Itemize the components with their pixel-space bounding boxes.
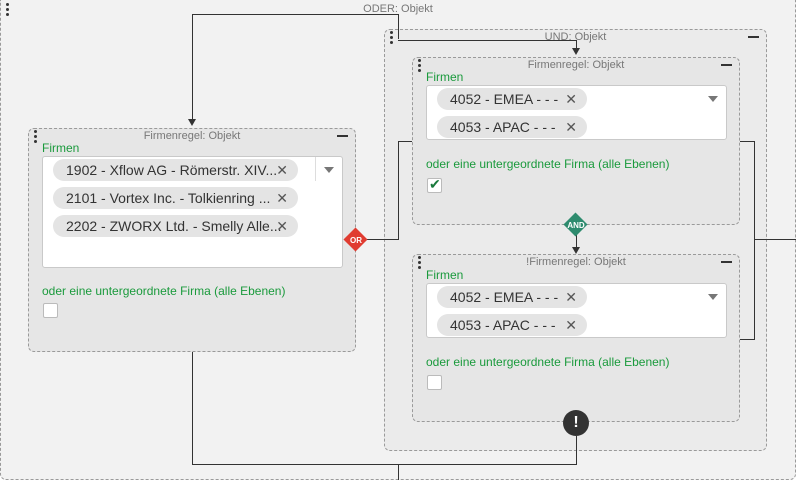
subsidiary-checkbox[interactable]: ✔ xyxy=(427,176,442,193)
remove-chip-icon[interactable]: ✕ xyxy=(565,317,577,333)
checkbox-label: oder eine untergeordnete Firma (alle Ebe… xyxy=(42,284,286,298)
field-label: Firmen xyxy=(426,70,464,84)
remove-chip-icon[interactable]: ✕ xyxy=(565,289,577,305)
remove-chip-icon[interactable]: ✕ xyxy=(276,162,288,178)
chip-label: 2202 - ZWORX Ltd. - Smelly Alle... xyxy=(66,218,282,234)
company-chip: 4053 - APAC - - - ✕ xyxy=(437,116,587,138)
company-chip: 4052 - EMEA - - - ✕ xyxy=(437,286,587,308)
checkbox-label: oder eine untergeordnete Firma (alle Ebe… xyxy=(426,157,670,171)
connector-line xyxy=(398,464,399,480)
chip-label: 4052 - EMEA - - - xyxy=(450,91,559,107)
connector-line xyxy=(398,141,412,142)
chip-label: 4053 - APAC - - - xyxy=(450,119,556,135)
connector-line xyxy=(192,14,398,15)
company-chip: 4052 - EMEA - - - ✕ xyxy=(437,88,587,110)
company-chip: 1902 - Xflow AG - Römerstr. XIV... ✕ xyxy=(53,159,298,181)
connector-line xyxy=(398,40,576,41)
bottom-right-company-rule: !Firmenregel: Objekt Firmen 4052 - EMEA … xyxy=(412,254,740,422)
remove-chip-icon[interactable]: ✕ xyxy=(276,190,288,206)
top-right-company-rule: Firmenregel: Objekt Firmen 4052 - EMEA -… xyxy=(412,57,740,225)
dropdown-toggle[interactable] xyxy=(315,157,342,181)
chip-label: 4052 - EMEA - - - xyxy=(450,289,559,305)
connector-line xyxy=(364,239,398,240)
connector-line xyxy=(754,239,796,240)
drag-handle-icon[interactable] xyxy=(418,256,422,271)
drag-handle-icon[interactable] xyxy=(390,31,394,46)
chip-label: 1902 - Xflow AG - Römerstr. XIV... xyxy=(66,162,278,178)
companies-select[interactable]: 4052 - EMEA - - - ✕ 4053 - APAC - - - ✕ xyxy=(426,283,727,338)
chevron-down-icon xyxy=(708,96,718,102)
checkbox-label: oder eine untergeordnete Firma (alle Ebe… xyxy=(426,355,670,369)
connector-line xyxy=(192,352,193,465)
arrow-down-icon xyxy=(572,247,580,254)
companies-select[interactable]: 1902 - Xflow AG - Römerstr. XIV... ✕ 210… xyxy=(42,156,343,268)
chevron-down-icon xyxy=(324,167,334,173)
subsidiary-checkbox[interactable] xyxy=(43,303,58,318)
remove-chip-icon[interactable]: ✕ xyxy=(565,91,577,107)
chip-label: 2101 - Vortex Inc. - Tolkienring ... xyxy=(66,190,271,206)
collapse-icon[interactable] xyxy=(337,135,348,137)
company-chip: 2101 - Vortex Inc. - Tolkienring ... ✕ xyxy=(53,187,298,209)
rule-title: !Firmenregel: Objekt xyxy=(526,256,626,268)
collapse-icon[interactable] xyxy=(721,261,732,263)
field-label: Firmen xyxy=(426,268,464,282)
connector-line xyxy=(398,14,399,39)
connector-line xyxy=(740,339,754,340)
collapse-icon[interactable] xyxy=(721,64,732,66)
connector-line xyxy=(192,14,193,120)
left-company-rule: Firmenregel: Objekt Firmen 1902 - Xflow … xyxy=(28,128,356,352)
connector-line xyxy=(754,141,755,340)
connector-line xyxy=(576,40,577,48)
drag-handle-icon[interactable] xyxy=(6,3,10,18)
dropdown-toggle[interactable] xyxy=(700,86,726,110)
connector-line xyxy=(740,141,754,142)
drag-handle-icon[interactable] xyxy=(418,59,422,74)
field-label: Firmen xyxy=(42,141,80,155)
companies-select[interactable]: 4052 - EMEA - - - ✕ 4053 - APAC - - - ✕ xyxy=(426,85,727,140)
connector-line xyxy=(576,436,577,465)
rule-title: Firmenregel: Objekt xyxy=(527,59,625,71)
connector-line xyxy=(576,225,577,248)
and-connector-label: AND xyxy=(567,221,585,230)
dropdown-toggle[interactable] xyxy=(700,284,726,308)
oder-group-title: ODER: Objekt xyxy=(363,3,433,15)
warning-icon[interactable]: ! xyxy=(563,410,589,436)
collapse-icon[interactable] xyxy=(748,36,759,38)
checkmark-icon: ✔ xyxy=(429,176,441,192)
chip-label: 4053 - APAC - - - xyxy=(450,317,556,333)
connector-line xyxy=(398,141,399,240)
company-chip: 2202 - ZWORX Ltd. - Smelly Alle... ✕ xyxy=(53,215,298,237)
arrow-down-icon xyxy=(572,48,580,55)
rule-title: Firmenregel: Objekt xyxy=(143,130,241,142)
drag-handle-icon[interactable] xyxy=(34,130,38,145)
or-connector-label: OR xyxy=(350,236,362,245)
connector-line xyxy=(192,464,577,465)
remove-chip-icon[interactable]: ✕ xyxy=(276,218,288,234)
company-chip: 4053 - APAC - - - ✕ xyxy=(437,314,587,336)
arrow-down-icon xyxy=(188,119,196,126)
remove-chip-icon[interactable]: ✕ xyxy=(565,119,577,135)
chevron-down-icon xyxy=(708,294,718,300)
subsidiary-checkbox[interactable] xyxy=(427,375,442,390)
